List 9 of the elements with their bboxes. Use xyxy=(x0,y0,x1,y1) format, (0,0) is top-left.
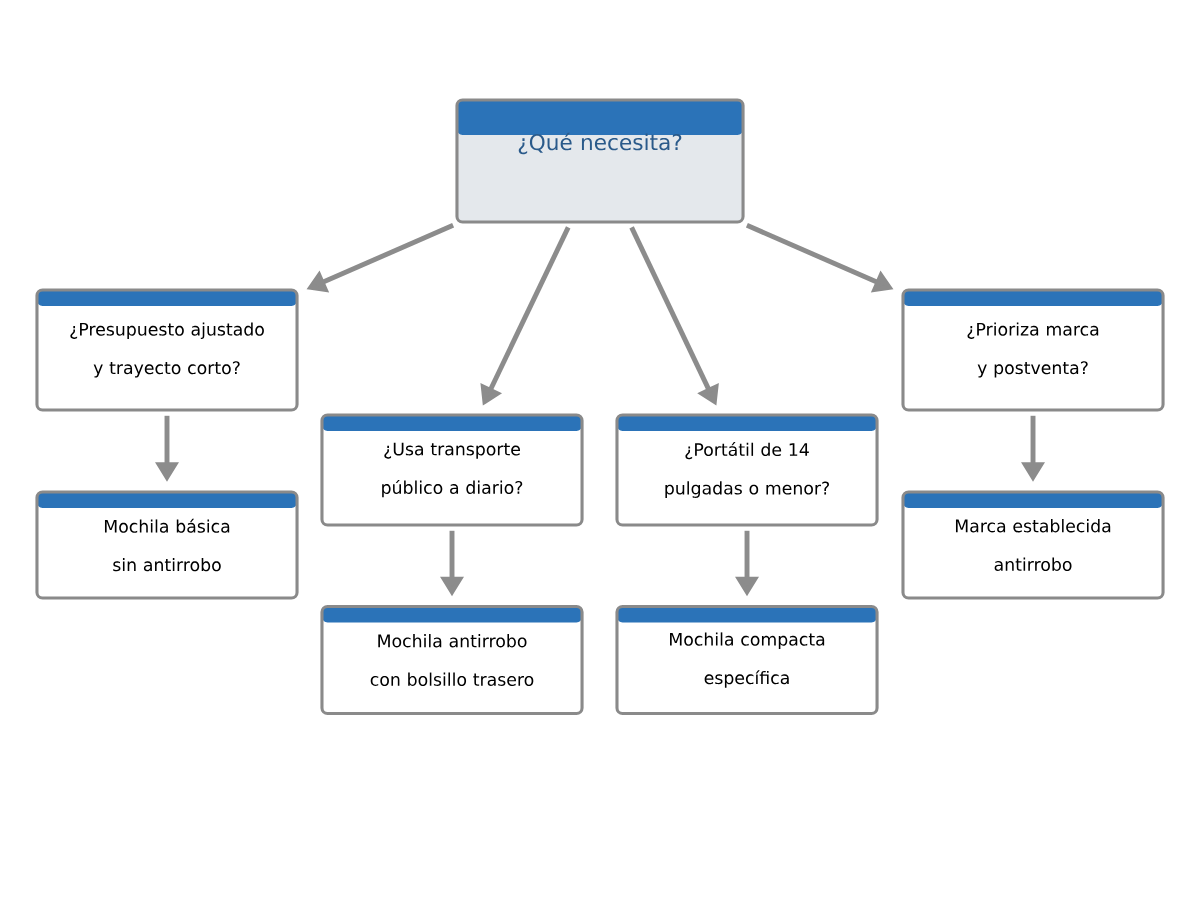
question-box: ¿Portátil de 14 pulgadas o menor? xyxy=(615,413,879,527)
result-box: Marca establecida antirrobo xyxy=(901,490,1165,600)
question-box: ¿Presupuesto ajustado y trayecto corto? xyxy=(35,288,299,412)
result-box: Mochila antirrobo con bolsillo trasero xyxy=(320,604,584,716)
question-box: ¿Qué necesita? xyxy=(455,98,745,224)
result-box: Mochila básica sin antirrobo xyxy=(35,490,299,600)
question-box: ¿Prioriza marca y postventa? xyxy=(901,288,1165,412)
question-box: ¿Usa transporte público a diario? xyxy=(320,413,584,527)
result-box: Mochila compacta específica xyxy=(615,604,879,716)
